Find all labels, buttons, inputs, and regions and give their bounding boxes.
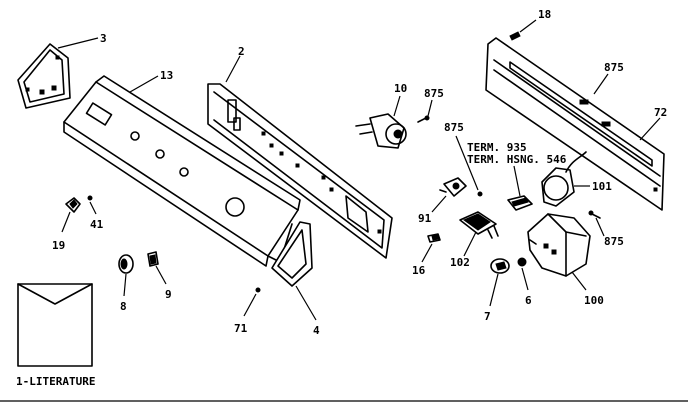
label-875-b: 875 <box>444 121 464 134</box>
label-7: 7 <box>484 310 491 323</box>
label-875-c: 875 <box>604 61 624 74</box>
label-2: 2 <box>238 45 245 58</box>
label-875-d: 875 <box>604 235 624 248</box>
label-18: 18 <box>538 8 551 21</box>
label-102: 102 <box>450 256 470 269</box>
part-101-motor <box>541 151 587 207</box>
label-term-935: TERM. 935 <box>467 141 527 154</box>
label-4: 4 <box>313 324 320 337</box>
part-18-screw <box>509 31 521 41</box>
label-10: 10 <box>394 82 407 95</box>
label-91: 91 <box>418 212 432 225</box>
part-3-end-cap <box>17 43 71 109</box>
label-8: 8 <box>120 300 127 313</box>
part-13-control-panel <box>63 75 301 267</box>
part-71-screw <box>255 287 261 293</box>
label-71: 71 <box>234 322 248 335</box>
part-19-grommet <box>65 197 81 213</box>
screw-875-a <box>417 115 430 123</box>
screw-875-d <box>588 210 601 219</box>
literature-envelope-icon <box>17 283 93 367</box>
label-41: 41 <box>90 218 104 231</box>
label-literature: 1-LITERATURE <box>16 375 95 388</box>
part-2-panel-frame <box>207 83 393 259</box>
label-100: 100 <box>584 294 604 307</box>
label-13: 13 <box>160 69 173 82</box>
part-7-knob <box>490 258 510 274</box>
terminal-block <box>507 195 533 211</box>
part-8-knob <box>118 254 134 274</box>
label-72: 72 <box>654 106 667 119</box>
part-100-timer <box>527 213 591 277</box>
part-72-rear-panel <box>485 37 665 211</box>
part-10-switch <box>355 113 407 149</box>
part-16-clip <box>427 233 441 243</box>
part-102-connector <box>459 211 499 239</box>
part-6-nut <box>517 257 527 267</box>
label-101: 101 <box>592 180 612 193</box>
part-91-switch <box>439 177 467 197</box>
label-9: 9 <box>165 288 172 301</box>
label-16: 16 <box>412 264 426 277</box>
label-6: 6 <box>525 294 532 307</box>
part-9-spring <box>147 251 159 267</box>
part-4-end-cap <box>271 221 313 287</box>
label-19: 19 <box>52 239 65 252</box>
label-875-a: 875 <box>424 87 444 100</box>
label-term-hsng: TERM. HSNG. 546 <box>467 153 567 166</box>
label-3: 3 <box>100 32 107 45</box>
part-41-screw <box>87 195 93 201</box>
